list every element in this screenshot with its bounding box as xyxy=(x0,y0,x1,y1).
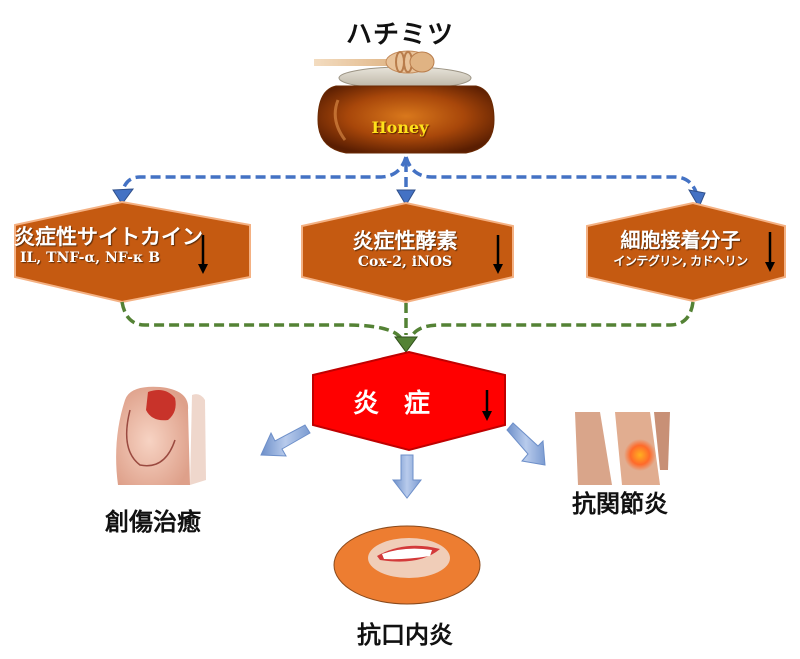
finger-wound-image xyxy=(116,386,206,485)
mediator-subtitle: Cox-2, iNOS xyxy=(357,254,453,270)
hexagon-cytokines xyxy=(14,200,251,304)
down-arrow-icon xyxy=(198,235,208,274)
down-arrow-icon xyxy=(482,390,492,421)
hexagon-inflammation xyxy=(312,350,506,452)
down-arrow-icon xyxy=(493,235,503,274)
mouth-image xyxy=(333,525,481,605)
honey-to-mediator-arrows xyxy=(120,156,698,195)
mediator-title: 炎症性酵素 xyxy=(352,229,458,253)
honey-jar-image xyxy=(314,50,495,154)
arrow-from-cytokines xyxy=(120,301,404,341)
mediator-subtitle: IL, TNF-α, NF-κ B xyxy=(20,250,161,266)
arrow-to-wound-healing xyxy=(260,424,311,457)
diagram-title: ハチミツ xyxy=(345,20,454,50)
outcome-arrows xyxy=(260,422,546,499)
honey-dipper-head xyxy=(385,50,435,74)
hexagon-enzymes xyxy=(301,201,514,304)
arrow-to-anti-stomatitis xyxy=(391,454,423,499)
arrowhead-left xyxy=(112,188,135,205)
blue-arrowheads xyxy=(112,188,706,209)
hexagon-adhesion xyxy=(586,201,786,303)
knee-pain-image xyxy=(572,410,672,485)
down-arrow-icon xyxy=(765,232,775,272)
arrow-to-anti-arthritis xyxy=(506,422,546,466)
arrow-to-adhesion xyxy=(404,156,698,193)
outcome-anti-stomatitis: 抗口内炎 xyxy=(357,621,453,649)
mediator-subtitle: インテグリン, カドヘリン xyxy=(613,254,748,268)
arrow-from-adhesion xyxy=(408,301,695,341)
honey-dipper-stick xyxy=(314,59,424,66)
honey-label: Honey xyxy=(371,118,429,137)
mediator-title: 炎症性サイトカイン xyxy=(14,225,203,249)
honey-jar-body xyxy=(317,85,495,154)
outcome-wound-healing: 創傷治癒 xyxy=(105,508,201,536)
mediator-cytokines: 炎症性サイトカイン IL, TNF-α, NF-κ B xyxy=(14,225,214,267)
decrease-arrows xyxy=(198,232,775,274)
inflammation-label: 炎 症 xyxy=(352,389,439,419)
arrowhead-right xyxy=(688,189,706,209)
mediator-title: 細胞接着分子 xyxy=(620,228,741,252)
arrowhead-center xyxy=(396,189,416,206)
mediator-adhesion: 細胞接着分子 インテグリン, カドヘリン xyxy=(593,228,768,270)
outcome-anti-arthritis: 抗関節炎 xyxy=(572,490,668,518)
arrow-to-cytokines xyxy=(120,156,408,195)
mediator-to-inflammation-arrows xyxy=(120,301,695,341)
mediator-enzymes: 炎症性酵素 Cox-2, iNOS xyxy=(320,229,490,271)
green-arrowhead xyxy=(394,336,418,353)
